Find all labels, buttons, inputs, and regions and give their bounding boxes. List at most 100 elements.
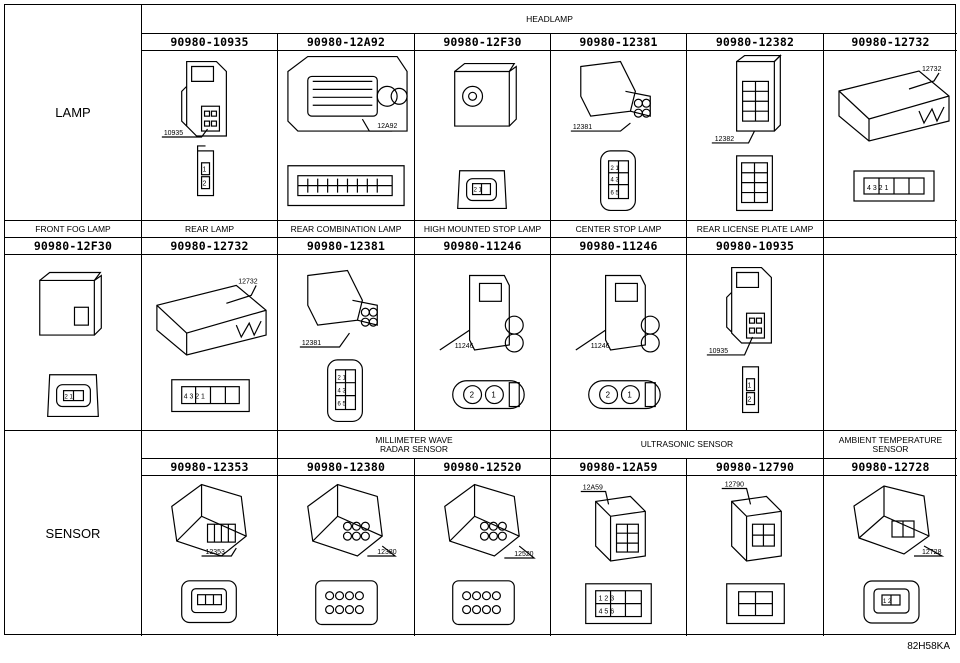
part-number: 90980-12F30 (5, 238, 142, 255)
part-number: 90980-11246 (551, 238, 687, 255)
svg-text:2 1: 2 1 (65, 394, 74, 400)
connector-drawing: 12A59 1 2 3 4 5 6 (551, 476, 687, 636)
svg-text:2: 2 (606, 390, 611, 399)
part-number: 90980-12380 (278, 459, 415, 476)
group-label: REAR LICENSE PLATE LAMP (687, 221, 824, 238)
group-headlamp: HEADLAMP (142, 5, 957, 34)
svg-text:10935: 10935 (709, 347, 728, 354)
svg-text:1: 1 (491, 390, 496, 399)
connector-multipin-housing-icon: 12A92 (287, 55, 408, 206)
svg-text:1: 1 (627, 390, 632, 399)
part-number: 90980-12A59 (551, 459, 687, 476)
group-ambient-temperature: AMBIENT TEMPERATURE SENSOR (824, 431, 957, 459)
connector-drawing: 12A92 (278, 51, 415, 221)
part-number: 90980-12382 (687, 34, 824, 51)
category-lamp: LAMP (5, 5, 142, 221)
group-label: REAR LAMP (142, 221, 278, 238)
part-number: 90980-12728 (824, 459, 957, 476)
part-number: 90980-12790 (687, 459, 824, 476)
svg-text:4 3 2 1: 4 3 2 1 (184, 393, 205, 400)
svg-text:12380: 12380 (377, 549, 396, 556)
connector-drawing: 11246 2 1 (415, 255, 551, 431)
connector-drawing: 12381 2 1 4 3 6 5 (278, 255, 415, 431)
empty-cell (824, 238, 957, 255)
svg-text:12732: 12732 (238, 278, 257, 285)
group-label: REAR COMBINATION LAMP (278, 221, 415, 238)
connector-drawing: 10935 1 2 (687, 255, 824, 431)
connector-drawing: 12790 (687, 476, 824, 636)
connector-2pin-barrel-icon: 11246 2 1 (439, 274, 525, 409)
svg-text:12381: 12381 (302, 339, 321, 346)
svg-text:6 5: 6 5 (338, 401, 347, 407)
svg-text:12790: 12790 (725, 482, 744, 489)
connector-drawing: 12732 4 3 2 1 (824, 51, 957, 221)
svg-text:4 3: 4 3 (338, 388, 347, 394)
category-sensor: SENSOR (5, 431, 142, 636)
svg-text:2 1: 2 1 (338, 375, 347, 381)
connector-2pin-latch-icon: 10935 1 2 (161, 60, 227, 196)
empty-cell (142, 431, 278, 459)
svg-text:4 3 2 1: 4 3 2 1 (867, 185, 889, 192)
part-number: 90980-12732 (142, 238, 278, 255)
svg-text:2: 2 (203, 180, 207, 187)
svg-text:2 1: 2 1 (474, 187, 483, 193)
part-number: 90980-12381 (551, 34, 687, 51)
svg-text:12A59: 12A59 (583, 484, 603, 491)
connector-8pin-box-icon: 12382 (711, 53, 782, 211)
connector-4pin-flat-icon: 12732 4 3 2 1 (156, 278, 267, 412)
svg-text:12381: 12381 (573, 124, 592, 131)
svg-text:11246: 11246 (455, 342, 474, 349)
part-number: 90980-12F30 (415, 34, 551, 51)
svg-text:1: 1 (203, 166, 207, 173)
part-number: 90980-10935 (687, 238, 824, 255)
connector-chart: LAMP HEADLAMP 90980-10935 90980-12A92 90… (4, 4, 957, 636)
connector-drawing: 2 1 (415, 51, 551, 221)
svg-text:10935: 10935 (164, 130, 183, 137)
svg-text:12520: 12520 (514, 551, 533, 558)
connector-10pin-sensor-icon: 12520 (444, 483, 536, 626)
part-number: 90980-11246 (415, 238, 551, 255)
sheet-code: 82H58KA (907, 641, 950, 652)
connector-4pin-flat-icon: 12732 4 3 2 1 (838, 66, 950, 202)
group-label: HIGH MOUNTED STOP LAMP (415, 221, 551, 238)
connector-6pin-round-icon: 12381 2 14 36 5 (570, 60, 651, 211)
svg-text:1: 1 (748, 382, 752, 389)
part-number: 90980-12520 (415, 459, 551, 476)
svg-text:4 3: 4 3 (611, 177, 620, 183)
connector-2pin-latch-icon: 10935 1 2 (706, 266, 772, 413)
part-number: 90980-12381 (278, 238, 415, 255)
svg-text:12A92: 12A92 (377, 123, 397, 130)
part-number: 90980-12732 (824, 34, 957, 51)
connector-drawing: 2 1 (5, 255, 142, 431)
connector-drawing: 12728 1 2 (824, 476, 957, 636)
empty-cell (824, 255, 957, 431)
group-ultrasonic-sensor: ULTRASONIC SENSOR (551, 431, 824, 459)
connector-drawing: 12732 4 3 2 1 (142, 255, 278, 431)
connector-6pin-round-icon: 12381 2 1 4 3 6 5 (299, 269, 378, 422)
svg-text:2: 2 (748, 396, 752, 403)
connector-2pin-round-icon: 2 1 (39, 271, 102, 417)
svg-text:12728: 12728 (922, 549, 942, 556)
connector-6pin-square-icon: 12A59 1 2 3 4 5 6 (580, 484, 652, 625)
category-label: SENSOR (45, 526, 101, 541)
svg-text:12353: 12353 (206, 549, 225, 556)
category-label: LAMP (55, 105, 91, 120)
group-label: FRONT FOG LAMP (5, 221, 142, 238)
part-number: 90980-10935 (142, 34, 278, 51)
svg-text:4 5 6: 4 5 6 (599, 609, 615, 616)
connector-4pin-square-icon: 12790 (721, 482, 785, 625)
part-number: 90980-12A92 (278, 34, 415, 51)
group-millimeter-wave-radar: MILLIMETER WAVE RADAR SENSOR (278, 431, 551, 459)
connector-drawing: 12520 (415, 476, 551, 636)
empty-cell (824, 221, 957, 238)
svg-text:2: 2 (470, 390, 475, 399)
connector-drawing: 12353 (142, 476, 278, 636)
svg-text:2 1: 2 1 (611, 165, 620, 171)
part-number: 90980-12353 (142, 459, 278, 476)
connector-2pin-sensor-icon: 12728 1 2 (853, 485, 945, 624)
connector-drawing: 10935 1 2 (142, 51, 278, 221)
connector-2pin-round-icon: 2 1 (454, 62, 517, 209)
svg-text:1 2 3: 1 2 3 (599, 596, 615, 603)
